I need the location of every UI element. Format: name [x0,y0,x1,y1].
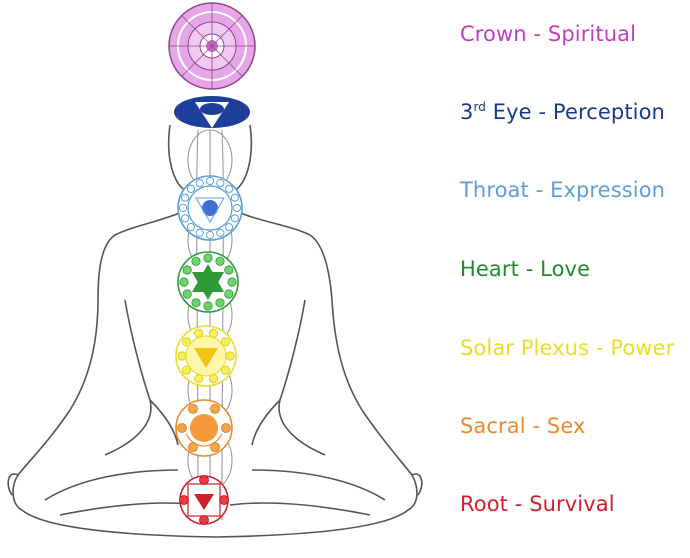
heart-petal [215,298,225,308]
throat-petal [216,179,225,188]
heart-petal [191,298,201,308]
throat-petal [225,223,234,232]
solar-plexus-petal [220,337,230,347]
solar-plexus-petals [177,328,235,384]
sacral-chakra-symbol [175,399,233,457]
throat-petal [195,179,204,188]
solar-plexus-petal [182,337,192,347]
throat-petal [205,176,215,186]
solar-plexus-petal [225,351,235,361]
heart-petal [191,256,201,266]
throat-petal [232,203,242,213]
throat-petals [178,176,242,240]
solar-plexus-petal [220,365,230,375]
sacral-petal [210,442,220,453]
throat-petal [186,223,195,232]
root-petal [199,515,209,525]
throat-petal [181,193,190,202]
solar-plexus-petal [208,374,218,384]
sacral-petal [177,423,187,433]
crown-chakra-symbol [168,2,256,90]
throat-petal [225,184,234,193]
throat-petal [178,203,188,213]
throat-petal [195,228,204,237]
heart-petal [203,253,213,263]
root-petal [199,475,209,485]
throat-chakra-symbol [177,175,243,241]
throat-petal [230,193,239,202]
throat-petal [230,214,239,223]
heart-petal [179,277,189,287]
heart-petal [224,265,234,275]
sacral-petal [221,423,231,433]
root-petals [179,475,229,525]
throat-label: Throat - Expression [460,178,666,202]
heart-petal [203,301,213,311]
solar-plexus-petal [177,351,187,361]
heart-petal [215,256,225,266]
throat-petal [216,228,225,237]
throat-petal [186,184,195,193]
solar-plexus-petal [208,328,218,338]
sacral-petal [188,403,198,414]
third-eye-label: 3rd Eye - Perception [460,100,665,124]
root-label: Root - Survival [460,492,615,516]
heart-chakra-symbol [177,251,239,313]
meditating-figure-illustration [7,2,423,538]
crown-label: Crown - Spiritual [460,22,637,46]
sacral-petals [177,403,231,453]
sacral-petal [210,403,220,414]
solar-plexus-label: Solar Plexus - Power [460,336,675,360]
heart-petals [179,253,237,311]
throat-petal [181,214,190,223]
heart-petal [182,289,192,299]
root-petal [219,495,229,505]
body-outline [7,124,423,538]
heart-petal [182,265,192,275]
solar-plexus-petal [182,365,192,375]
sacral-label: Sacral - Sex [460,414,586,438]
solar-plexus-petal [194,374,204,384]
solar-plexus-petal [194,328,204,338]
sacral-petal [188,442,198,453]
throat-petal [205,230,215,240]
root-petal [179,495,189,505]
heart-label: Heart - Love [460,257,591,281]
third-eye-chakra-symbol [174,96,250,128]
heart-petal [224,289,234,299]
heart-petal [227,277,237,287]
